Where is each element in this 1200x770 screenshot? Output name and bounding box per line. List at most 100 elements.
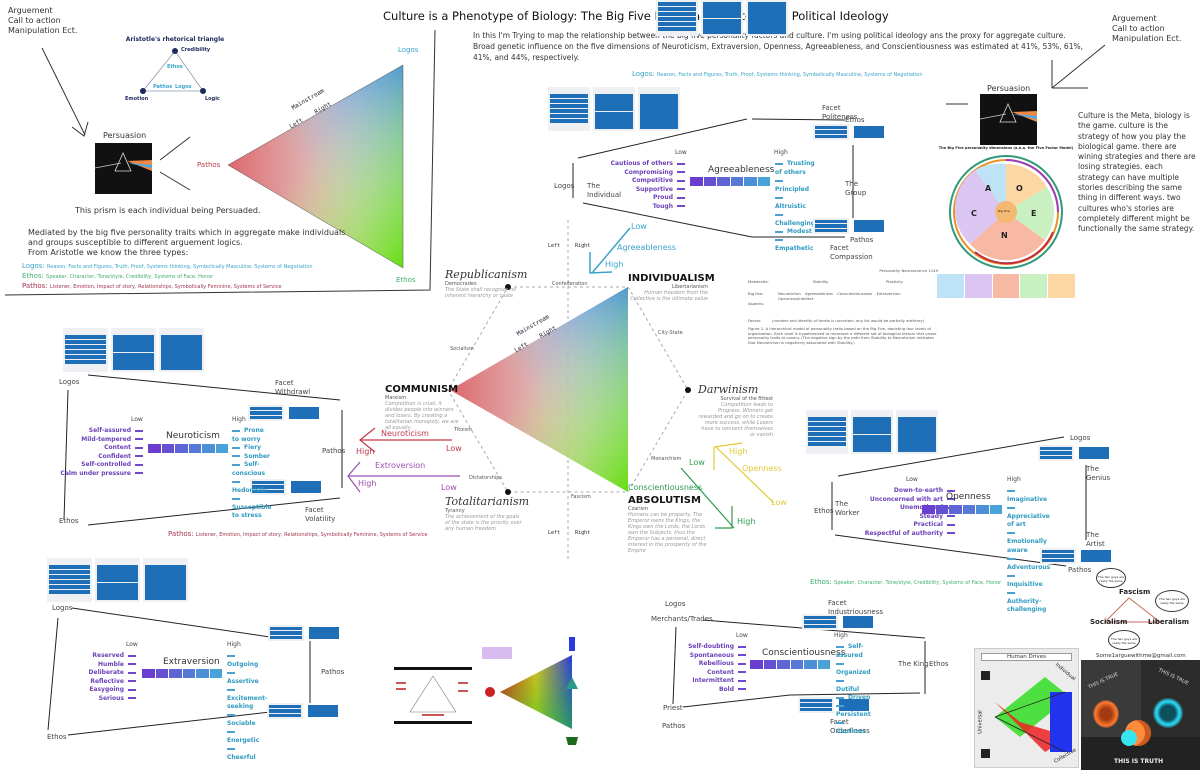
edge-fascism: Fascism: [571, 494, 591, 500]
facet-diagram-conscientiousness: [656, 0, 788, 36]
email: Some1arguewithme@gmail.com: [1096, 653, 1186, 659]
ideology-totalitarianism: Totalitarianism Tyranny The achievement …: [445, 495, 530, 532]
trait-bar-segment: [188, 444, 201, 453]
human-drives-image: Human Drives Individual Universal Collec…: [974, 648, 1079, 768]
conscientiousness-king: The King: [898, 660, 929, 668]
trait-bar-segment: [922, 505, 935, 514]
facet-diagram-intellect: [1038, 445, 1111, 461]
persuasion-label-left: Persuasion: [103, 131, 147, 140]
conscientiousness-merchants: Merchants/Trades: [651, 615, 713, 623]
facet-diagram-compassion: [813, 218, 886, 234]
conscientiousness-pathos: Pathos: [662, 722, 686, 730]
conscientiousness-ethos: Ethos: [929, 660, 949, 668]
trait-bar-extraversion: [142, 669, 222, 678]
trait-bar-segment: [777, 660, 790, 669]
edge-city-state: City-State: [658, 330, 683, 336]
trait-name-neuroticism: Neuroticism: [166, 431, 220, 441]
neuroscience-figure: Personality Neuroscience 1149 Metatraits…: [748, 268, 938, 345]
trait-name-openness: Openness: [946, 492, 991, 502]
trait-bar-segment: [790, 660, 803, 669]
trait-bar-openness: [922, 505, 1002, 514]
mediated-text: Mediated by the big five personality tra…: [28, 228, 346, 257]
arrow-openness-label: Openness: [742, 464, 782, 473]
trait-bar-neuroticism: [148, 444, 228, 453]
meta-text: Culture is the Meta, biology is the game…: [1078, 111, 1196, 234]
ideology-darwinism: Darwinism Survival of the fittest Compet…: [698, 383, 773, 438]
appeal-ethos: Ethos: Speaker, Character, Tone/style, C…: [22, 272, 214, 280]
openness-logos: Logos: [1070, 434, 1091, 442]
page-title: Culture is a Phenotype of Biology: The B…: [383, 9, 889, 23]
facet-diagram-extraversion: [47, 558, 188, 602]
facet-diagram-aesthetic: [1040, 548, 1113, 564]
arrow-openness-high: High: [729, 447, 748, 456]
facet-diagram-enthusiasm: [267, 703, 340, 719]
ideology-absolutism: ABSOLUTISM Czarism Humans can be propert…: [628, 495, 707, 554]
trait-bar-segment: [730, 177, 743, 186]
meme-liberalism: Liberalism: [1148, 618, 1190, 626]
extraversion-ethos: Ethos: [47, 733, 67, 741]
trait-bar-segment: [757, 177, 770, 186]
facet-diagram-politeness: [813, 124, 886, 140]
edge-dictatorships: Dictatorships: [469, 475, 503, 481]
prism-caption: This prism is each individual being Pers…: [75, 206, 261, 215]
arrow-conscientiousness-high: High: [737, 517, 756, 526]
arrow-conscientiousness-low: Low: [689, 458, 705, 467]
appeal-pathos: Pathos: Listener, Emotion, Impact of sto…: [22, 282, 282, 290]
axis-left-right-bottom: Left Right: [548, 530, 591, 536]
speech-bubble-3: The two guys are really the same: [1108, 630, 1140, 650]
neuroticism-pathos: Pathos: [322, 447, 346, 455]
extraversion-logos: Logos: [52, 604, 73, 612]
trait-bar-segment: [817, 660, 830, 669]
trait-bar-segment: [976, 505, 989, 514]
trait-bar-segment: [182, 669, 195, 678]
edge-confederation: Confederation: [552, 281, 588, 287]
ideology-individualism: INDIVIDUALISM Libertarianism Human freed…: [628, 273, 715, 302]
appeal-logos: Logos: Reason, Facts and Figures, Truth,…: [22, 262, 313, 270]
trait-bar-agreeableness: [690, 177, 770, 186]
top-triangle-ethos: Ethos: [396, 276, 416, 284]
trait-bar-segment: [750, 660, 763, 669]
facet-diagram-neuroticism: [63, 328, 204, 372]
ideology-communism: COMMUNISM Marxism Competition is cruel, …: [385, 384, 459, 431]
trait-name-agreeableness: Agreeableness: [708, 165, 775, 175]
trait-bar-segment: [690, 177, 703, 186]
neuroticism-logos: Logos: [59, 378, 80, 386]
trait-bar-segment: [962, 505, 975, 514]
edge-monarchism: Monarchism: [651, 456, 682, 462]
trait-bar-segment: [196, 669, 209, 678]
speech-bubble-1: The two guys are really the same: [1096, 568, 1126, 588]
ideology-republicanism: Republicanism Democrades The State shall…: [445, 268, 528, 299]
axis-left-right-top: Left Right: [548, 243, 591, 249]
arrow-neuroticism-low: Low: [446, 444, 462, 453]
trait-bar-segment: [169, 669, 182, 678]
trait-bar-segment: [209, 669, 222, 678]
meme-fascism: Fascism: [1119, 588, 1151, 596]
rhetoric-triangle-image: [394, 667, 472, 724]
ideology-color-triangle-image: [480, 637, 580, 757]
top-triangle-logos: Logos: [398, 46, 419, 54]
arrow-extroversion-high: High: [358, 479, 377, 488]
trait-bar-segment: [148, 444, 161, 453]
trait-bar-segment: [142, 669, 155, 678]
trait-name-conscientiousness: Conscientiousness: [762, 648, 846, 658]
appeal-ethos-right: Ethos: Speaker, Character, Tone/style, C…: [810, 578, 1002, 586]
appeal-logos-middle: Logos: Reason, Facts and Figures, Truth,…: [632, 70, 923, 78]
trait-bar-segment: [175, 444, 188, 453]
trait-bar-segment: [703, 177, 716, 186]
truth-image: THIS IS TRUE THIS IS TRUE THIS IS TRUTH: [1081, 660, 1200, 770]
arrow-conscientiousness-label: Conscientiousness: [628, 483, 703, 492]
aristotle-triangle: Aristotle's rhetorical triangle Credibil…: [125, 36, 225, 102]
